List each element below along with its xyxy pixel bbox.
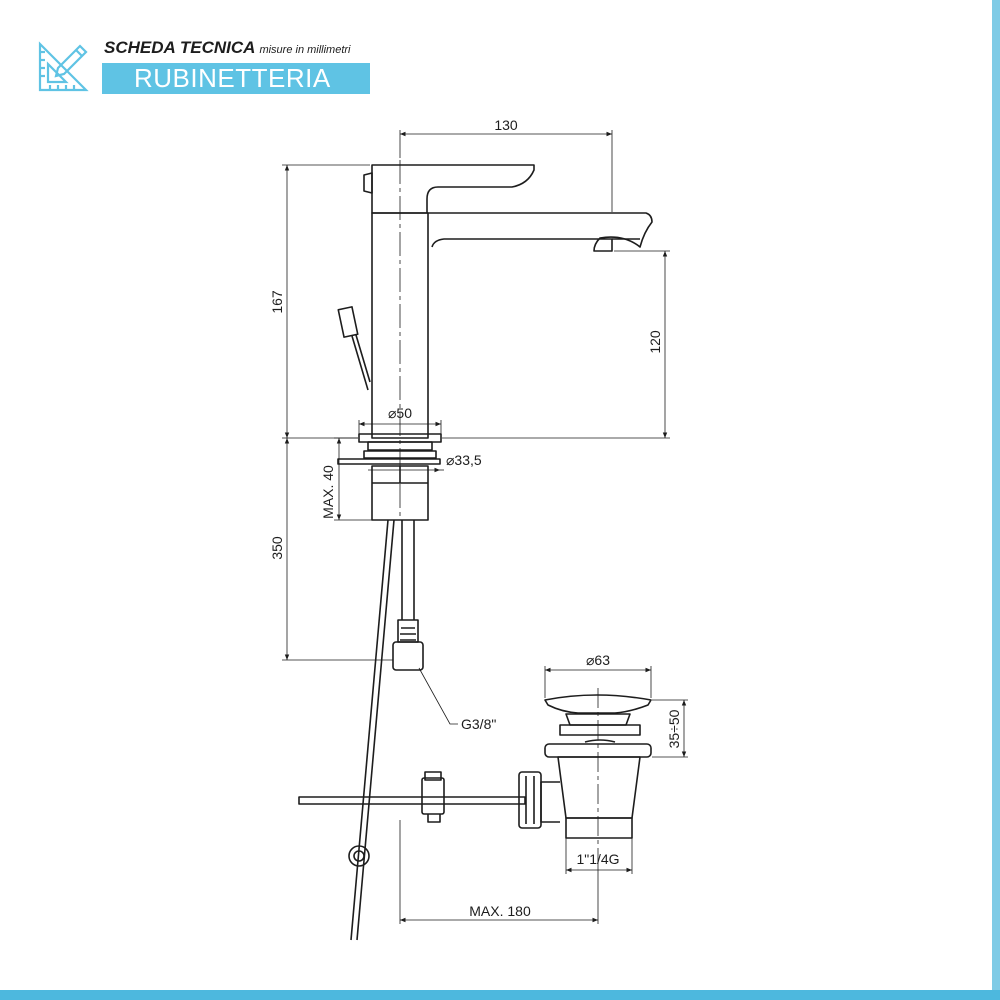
label-spout-reach: 130 — [494, 117, 518, 133]
sheet-title: SCHEDA TECNICA — [104, 38, 256, 57]
flex-hose — [392, 520, 424, 671]
frame-border-bottom — [0, 990, 1000, 1000]
label-max-rod: MAX. 180 — [469, 903, 531, 919]
pop-up-drain — [518, 694, 652, 839]
faucet-body — [363, 164, 535, 439]
category-band: RUBINETTERIA — [102, 63, 370, 94]
frame-border-right — [992, 0, 1000, 1000]
label-overall-height: 167 — [269, 290, 285, 314]
label-hose-length: 350 — [269, 536, 285, 560]
units-note: misure in millimetri — [259, 44, 351, 56]
label-max-deck: MAX. 40 — [320, 465, 336, 519]
label-drain-height: 35÷50 — [666, 709, 682, 748]
drain-lever-rod — [298, 771, 526, 823]
label-hose-thread: G3/8" — [461, 716, 496, 732]
label-spout-height: 120 — [647, 330, 663, 354]
label-drain-diameter: ⌀63 — [586, 652, 610, 668]
pop-up-rod — [348, 519, 395, 941]
label-hole-diameter: ⌀33,5 — [446, 452, 482, 468]
pop-up-rod-handle — [337, 306, 371, 391]
leader-hose-thread — [418, 667, 458, 725]
faucet-spout — [427, 212, 653, 252]
mounting-assembly — [337, 433, 442, 521]
label-drain-thread: 1"1/4G — [576, 851, 619, 867]
label-body-diameter: ⌀50 — [388, 405, 412, 421]
technical-drawing-icon — [38, 41, 89, 92]
